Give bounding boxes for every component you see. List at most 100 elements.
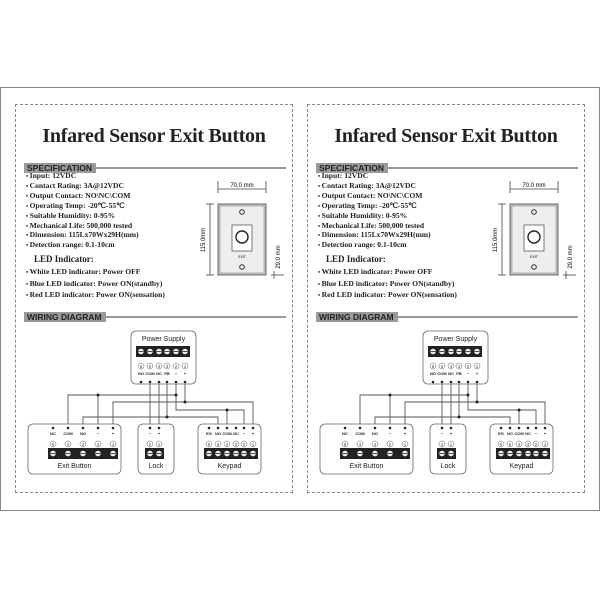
terminal-number: 3 bbox=[82, 442, 85, 447]
wire bbox=[374, 416, 511, 428]
spec-item: Suitable Humidity: 0-95% bbox=[318, 211, 431, 222]
exit-label: EXIT bbox=[530, 255, 539, 259]
terminal-label: NC bbox=[525, 431, 531, 436]
terminal-number: 3 bbox=[166, 364, 169, 369]
wire bbox=[359, 394, 468, 428]
terminal-dot bbox=[157, 426, 161, 430]
terminal-label: COM bbox=[437, 371, 447, 376]
exit-button-block-label: Exit Button bbox=[58, 463, 92, 470]
terminal-dot bbox=[431, 380, 435, 384]
terminal-label: + bbox=[404, 431, 407, 436]
spec-list: Input: 12VDC Contact Rating: 3A@12VDC Ou… bbox=[318, 171, 431, 251]
terminal-label: COM bbox=[63, 431, 73, 436]
terminal-label: COM bbox=[355, 431, 365, 436]
terminal-number: 2 bbox=[97, 442, 100, 447]
terminal-number: 4 bbox=[226, 442, 229, 447]
terminal-dot bbox=[449, 426, 453, 430]
terminal-label: NO bbox=[138, 371, 144, 376]
spec-item: Input: 12VDC bbox=[318, 171, 431, 182]
terminal-number: 3 bbox=[374, 442, 377, 447]
terminal-strip bbox=[204, 448, 258, 459]
terminal-label: NC bbox=[448, 371, 454, 376]
terminal-strip bbox=[496, 448, 550, 459]
width-dimension: 70.0 mm bbox=[230, 183, 253, 189]
terminal-dot bbox=[157, 380, 161, 384]
terminal-strip bbox=[437, 448, 456, 459]
terminal-number: 1 bbox=[252, 442, 255, 447]
terminal-label: COM bbox=[145, 371, 155, 376]
terminal-dot bbox=[148, 426, 152, 430]
terminal-dot bbox=[440, 426, 444, 430]
terminal-number: 3 bbox=[527, 442, 530, 447]
device-drawing: EXIT 70.0 mm 115.0mm 29.0 mm bbox=[493, 181, 576, 279]
terminal-label: + bbox=[450, 431, 453, 436]
led-indicator-heading: LED Indicator: bbox=[326, 254, 386, 264]
led-list: White LED indicator: Power OFF Blue LED … bbox=[318, 267, 457, 302]
terminal-label: − bbox=[389, 431, 392, 436]
spec-item: Input: 12VDC bbox=[26, 171, 139, 182]
terminal-number: 1 bbox=[544, 442, 547, 447]
terminal-dot bbox=[499, 426, 503, 430]
terminal-dot bbox=[251, 426, 255, 430]
terminal-label: NC bbox=[233, 431, 239, 436]
depth-dimension: 29.0 mm bbox=[276, 245, 282, 268]
height-dimension: 115.0mm bbox=[493, 228, 499, 253]
terminal-dot bbox=[358, 426, 362, 430]
led-item: White LED indicator: Power OFF bbox=[318, 267, 457, 279]
spec-item: Operating Temp: -20℃-55℃ bbox=[318, 201, 431, 212]
terminal-label: − bbox=[535, 431, 538, 436]
wire bbox=[67, 394, 176, 428]
terminal-dot bbox=[216, 426, 220, 430]
spec-item: Suitable Humidity: 0-95% bbox=[26, 211, 139, 222]
spec-item: Operating Temp: -20℃-55℃ bbox=[26, 201, 139, 212]
terminal-number: 4 bbox=[67, 442, 70, 447]
terminal-number: 2 bbox=[175, 364, 178, 369]
terminal-dot bbox=[174, 380, 178, 384]
terminal-label: − bbox=[441, 431, 444, 436]
terminal-number: 5 bbox=[217, 442, 220, 447]
terminal-number: 5 bbox=[149, 364, 152, 369]
terminal-number: 3 bbox=[458, 364, 461, 369]
height-dimension: 115.0mm bbox=[201, 228, 207, 253]
terminal-dot bbox=[81, 426, 85, 430]
terminal-label: + bbox=[476, 371, 479, 376]
terminal-number: 5 bbox=[441, 364, 444, 369]
power-supply-block-label: Power Supply bbox=[142, 336, 186, 343]
specification-label: SPECIFICATION bbox=[24, 163, 97, 173]
terminal-dot bbox=[66, 426, 70, 430]
junction-dot bbox=[466, 393, 470, 397]
wiring-diagram-header: WIRING DIAGRAM bbox=[316, 307, 578, 322]
spec-item: Output Contact: NO\NC\COM bbox=[26, 191, 139, 202]
terminal-number: 4 bbox=[158, 364, 161, 369]
terminal-number: 6 bbox=[140, 364, 143, 369]
terminal-dot bbox=[343, 426, 347, 430]
terminal-label: NO bbox=[507, 431, 513, 436]
lock-block-label: Lock bbox=[441, 463, 456, 470]
terminal-dot bbox=[183, 380, 187, 384]
terminal-dot bbox=[543, 426, 547, 430]
terminal-label: + bbox=[252, 431, 255, 436]
terminal-label: NO bbox=[80, 431, 86, 436]
terminal-label: NC bbox=[342, 431, 348, 436]
terminal-dot bbox=[475, 380, 479, 384]
terminal-label: NC bbox=[50, 431, 56, 436]
junction-dot bbox=[225, 408, 229, 412]
terminal-label: EG bbox=[498, 431, 504, 436]
terminal-dot bbox=[440, 380, 444, 384]
terminal-strip bbox=[145, 448, 164, 459]
wire bbox=[112, 401, 254, 428]
terminal-dot bbox=[517, 426, 521, 430]
terminal-label: COM bbox=[222, 431, 232, 436]
power-supply-block-label: Power Supply bbox=[434, 336, 478, 343]
depth-dimension: 29.0 mm bbox=[568, 245, 574, 268]
terminal-dot bbox=[242, 426, 246, 430]
specification-header: SPECIFICATION bbox=[24, 158, 286, 173]
terminal-strip bbox=[136, 346, 190, 357]
junction-dot bbox=[183, 400, 187, 404]
keypad-block-label: Keypad bbox=[218, 463, 242, 470]
